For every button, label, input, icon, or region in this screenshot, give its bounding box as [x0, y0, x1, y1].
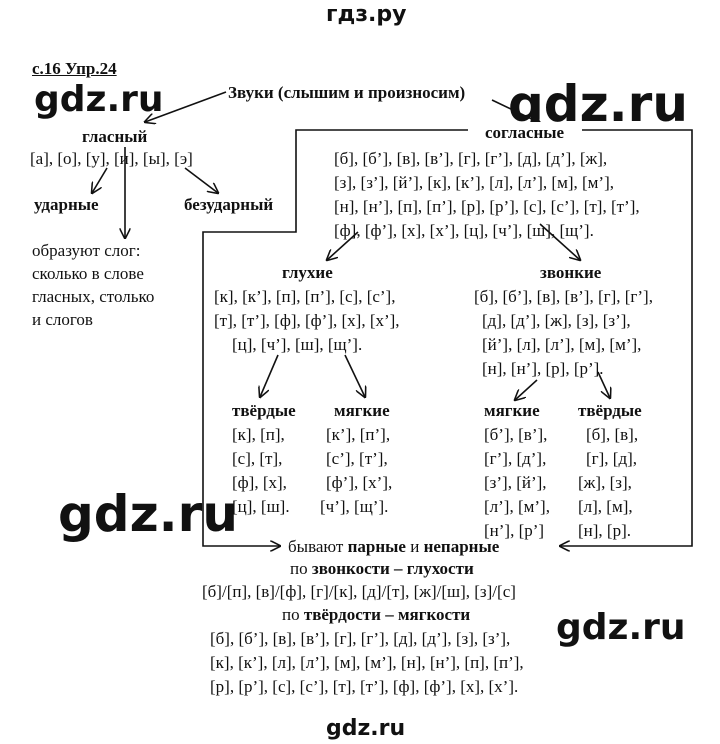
consonants-list-line: [н], [н’], [п], [п’], [р], [р’], [с], [с…	[334, 197, 640, 216]
arrow-voiceless-to-soft	[344, 354, 365, 397]
exercise-reference: с.16 Упр.24	[32, 59, 117, 78]
arrow-to-voiced	[539, 223, 580, 260]
voiceless-soft-title: мягкие	[334, 401, 390, 420]
voiceless-list-line: [к], [к’], [п], [п’], [с], [с’],	[214, 287, 396, 306]
watermark-middle-left: gdz.ru	[58, 485, 238, 543]
pairs-and: и	[405, 537, 424, 556]
voiced-soft-title: мягкие	[484, 401, 540, 420]
vowels-title: гласный	[82, 127, 148, 146]
voiceless-hard-line: [с], [т],	[232, 449, 283, 468]
arrow-voiced-to-hard	[597, 371, 610, 398]
pairs-intro-prefix: бывают	[288, 537, 348, 556]
arrow-to-voiceless	[327, 231, 359, 260]
syllable-note-line: гласных, столько	[32, 287, 155, 306]
voiceless-list-line: [т], [т’], [ф], [ф’], [х], [х’],	[214, 311, 400, 330]
syllable-note-line: сколько в слове	[32, 264, 144, 283]
consonants-title: согласные	[482, 122, 568, 143]
voiceless-soft-line: [с’], [т’],	[326, 449, 388, 468]
consonants-frame-right	[560, 129, 693, 546]
voiceless-soft-line: [к’], [п’],	[326, 425, 391, 444]
syllable-note-line: и слогов	[32, 310, 93, 329]
hardness-list-line: [к], [к’], [л], [л’], [м], [м’], [н], [н…	[210, 653, 524, 672]
watermark-left: gdz.ru	[34, 79, 164, 120]
voiceless-hard-title: твёрдые	[232, 401, 296, 420]
voiced-list-line: [б], [б’], [в], [в’], [г], [г’],	[474, 287, 653, 306]
voicing-heading: по звонкости – глухости	[290, 558, 474, 579]
consonants-list-line: [з], [з’], [й’], [к], [к’], [л], [л’], […	[334, 173, 614, 192]
hardness-list-line: [б], [б’], [в], [в’], [г], [г’], [д], [д…	[210, 629, 511, 648]
voicing-title: звонкости – глухости	[311, 559, 474, 578]
hardness-heading: по твёрдости – мягкости	[282, 604, 470, 625]
voiced-list-line: [й’], [л], [л’], [м], [м’],	[482, 335, 642, 354]
consonants-list-line: [б], [б’], [в], [в’], [г], [г’], [д], [д…	[334, 149, 608, 168]
voiced-hard-line: [г], [д],	[586, 449, 638, 468]
vowels-list: [а], [о], [у], [и], [ы], [э]	[30, 149, 193, 168]
voiced-hard-line: [б], [в],	[586, 425, 639, 444]
voiced-soft-line: [б’], [в’],	[484, 425, 548, 444]
voiceless-list-line: [ц], [ч’], [ш], [щ’].	[232, 335, 363, 354]
arrow-vowels-to-stressed	[92, 167, 108, 193]
arrow-voiceless-to-hard	[260, 354, 279, 397]
voiced-soft-line: [л’], [м’],	[484, 497, 550, 516]
root-title: Звуки (слышим и произносим)	[228, 83, 466, 102]
watermark-bottom: gdz.ru	[326, 716, 406, 741]
pairs-intro: бывают парные и непарные	[288, 536, 499, 557]
arrow-root-to-vowels	[145, 91, 227, 122]
voiceless-soft-line: [ч’], [щ’].	[320, 497, 389, 516]
hardness-prefix: по	[282, 605, 304, 624]
hardness-title: твёрдости – мягкости	[303, 605, 471, 624]
voiced-list-line: [д], [д’], [ж], [з], [з’],	[482, 311, 631, 330]
voiced-soft-line: [г’], [д’],	[484, 449, 547, 468]
voicing-list: [б]/[п], [в]/[ф], [г]/[к], [д]/[т], [ж]/…	[202, 582, 516, 601]
voiced-hard-title: твёрдые	[578, 401, 642, 420]
voiced-soft-line: [з’], [й’],	[484, 473, 547, 492]
voiceless-title: глухие	[282, 263, 333, 282]
voicing-prefix: по	[290, 559, 312, 578]
syllable-note-line: образуют слог:	[32, 241, 141, 260]
voiced-hard-line: [л], [м],	[578, 497, 633, 516]
voiceless-hard-line: [к], [п],	[232, 425, 285, 444]
arrow-voiced-to-soft	[515, 379, 538, 400]
voiceless-hard-line: [ф], [х],	[232, 473, 287, 492]
watermark-lower-right: gdz.ru	[556, 607, 686, 648]
voiceless-soft-line: [ф’], [х’],	[326, 473, 393, 492]
pairs-unpaired: непарные	[423, 537, 500, 556]
voiced-title: звонкие	[540, 263, 602, 282]
voiced-hard-line: [н], [р].	[578, 521, 631, 540]
voiced-hard-line: [ж], [з],	[578, 473, 632, 492]
consonants-list-line: [ф], [ф’], [х], [х’], [ц], [ч’], [ш], [щ…	[334, 221, 594, 240]
voiced-soft-line: [н’], [р’]	[484, 521, 545, 540]
vowels-unstressed: безударный	[184, 195, 274, 214]
voiced-list-line: [н], [н’], [р], [р’].	[482, 359, 604, 378]
arrow-root-to-consonants	[491, 99, 540, 123]
hardness-list-line: [р], [р’], [с], [с’], [т], [т’], [ф], [ф…	[210, 677, 519, 696]
vowels-stressed: ударные	[34, 195, 99, 214]
arrow-vowels-to-unstressed	[184, 167, 218, 193]
consonants-frame	[202, 129, 468, 546]
watermark-top: гдз.ру	[326, 2, 407, 27]
pairs-paired: парные	[347, 537, 406, 556]
voiceless-hard-line: [ц], [ш].	[232, 497, 290, 516]
